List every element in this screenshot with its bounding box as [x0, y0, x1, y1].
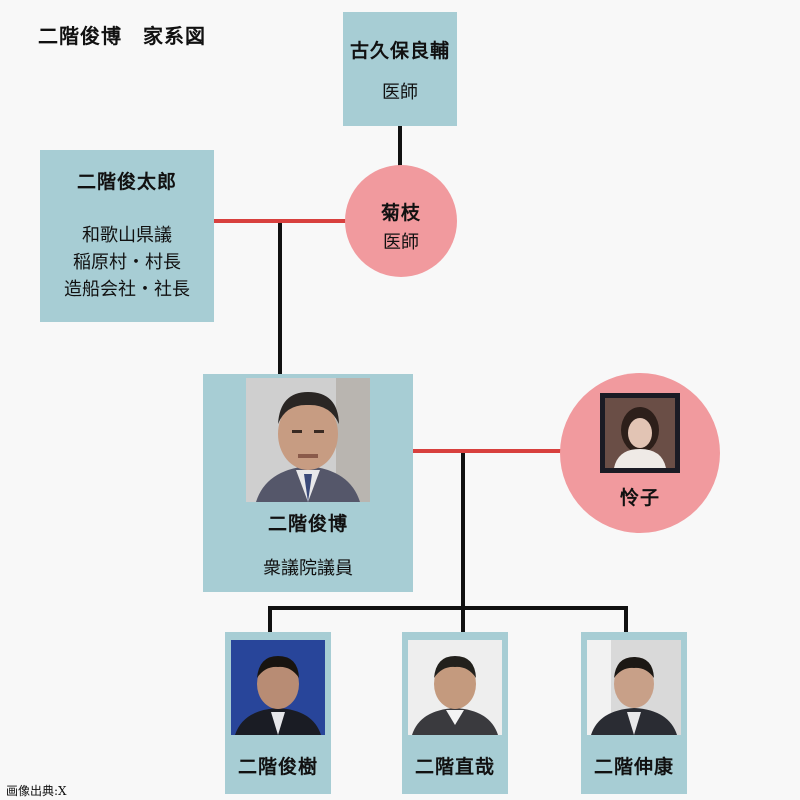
person-box-kubo: 古久保良輔 医師: [343, 12, 457, 126]
person-name: 二階直哉: [414, 756, 495, 778]
person-box-toshihiro: 二階俊博 衆議院議員: [203, 374, 413, 592]
person-role: 和歌山県議: [82, 225, 172, 246]
portrait-photo: [231, 640, 325, 735]
image-credit: 画像出典:X: [6, 784, 67, 798]
person-circle-kikue: 菊枝 医師: [345, 165, 457, 277]
person-box-naoya: 二階直哉: [402, 632, 508, 794]
person-circle-reiko: 怜子: [560, 373, 720, 533]
line-to-toshihiro: [278, 223, 282, 375]
portrait-photo: [587, 640, 681, 735]
person-role: 造船会社・社長: [64, 279, 190, 300]
diagram-title: 二階俊博 家系図: [38, 24, 206, 48]
person-box-toshitaro: 二階俊太郎 和歌山県議 稲原村・村長 造船会社・社長: [40, 150, 214, 322]
portrait-photo: [408, 640, 502, 735]
person-name: 二階伸康: [593, 756, 674, 778]
line-to-children: [461, 453, 465, 608]
line-child-2: [461, 606, 465, 632]
person-name: 二階俊博: [267, 513, 348, 535]
line-child-1: [268, 606, 272, 632]
person-name: 菊枝: [380, 202, 421, 224]
person-name: 二階俊太郎: [76, 171, 177, 193]
person-name: 怜子: [619, 487, 660, 509]
marriage-line-toshitaro-kikue: [213, 219, 348, 223]
person-role: 医師: [382, 82, 418, 103]
person-name: 二階俊樹: [237, 756, 318, 778]
person-box-toshiki: 二階俊樹: [225, 632, 331, 794]
children-horizontal-line: [268, 606, 628, 610]
marriage-line-toshihiro-reiko: [413, 449, 561, 453]
portrait-photo: [246, 378, 370, 502]
person-name: 古久保良輔: [349, 40, 450, 62]
person-box-nobuyasu: 二階伸康: [581, 632, 687, 794]
person-role: 稲原村・村長: [73, 252, 181, 273]
person-role: 衆議院議員: [263, 558, 353, 579]
person-role: 医師: [383, 232, 419, 253]
line-child-3: [624, 606, 628, 632]
portrait-photo: [600, 393, 680, 473]
person-roles: 和歌山県議 稲原村・村長 造船会社・社長: [40, 222, 214, 303]
line-kubo-to-kikue: [398, 125, 402, 170]
